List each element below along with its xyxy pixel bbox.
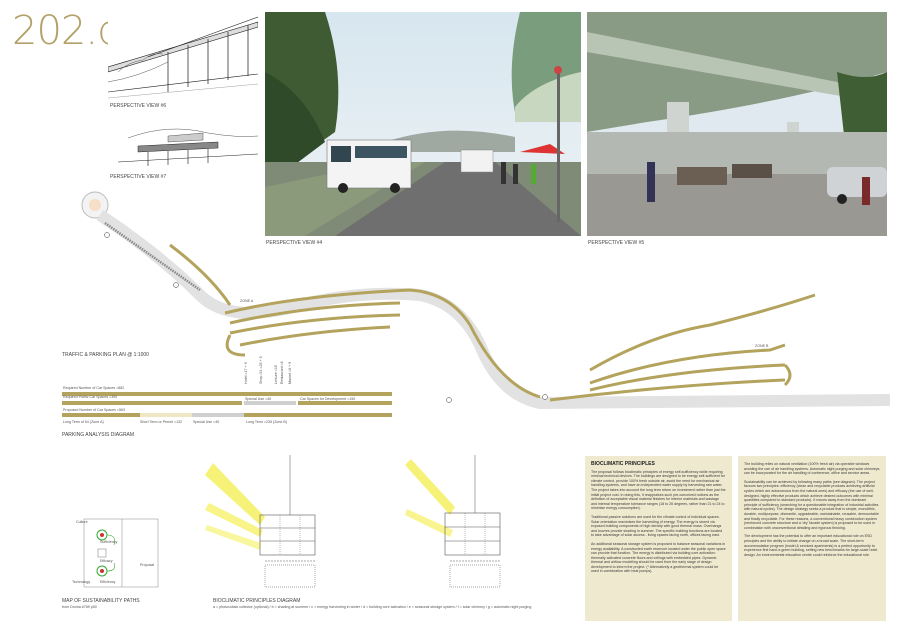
perspective-view-4-render [265,12,581,236]
parking-bar-public [62,401,242,405]
vlabel-leisure: Leisure =15 [274,365,278,384]
bioclimatic-diagram-right [395,455,545,595]
panel-col1-p2: Traditional passive solutions are used f… [591,514,723,538]
perspective-view-5-caption: PERSPECTIVE VIEW #5 [588,240,645,246]
parking-label-long-a: Long Term of 54 (Zone A) [63,420,104,424]
panel-heading: BIOCLIMATIC PRINCIPLES [591,461,655,467]
parking-label-special: Special Use =40 [245,397,272,401]
vlabel-market: Market =6 + 9 [288,361,292,384]
panel-col2-p3: The development has the potential to off… [744,534,878,557]
parking-bar-special-use [192,413,244,417]
traffic-parking-plan [70,185,891,415]
vlabel-hotel: Hotel =17 + 9 [244,362,248,384]
parking-analysis-caption: PARKING ANALYSIS DIAGRAM [62,432,135,438]
vlabel-restaurant: Restaurant =6 [280,361,284,384]
parking-vertical-labels: Hotel =17 + 9 Shop /24 =25 + 5 Leisure =… [244,356,324,390]
parking-bar-required [62,392,392,396]
zone-a-label: ZONE A [240,299,254,303]
panel-col1-p1: The proposal follows bioclimatic princip… [591,469,726,511]
bioclimatic-diagram-left [205,455,355,595]
parking-label-special-use: Special Use =40 [193,420,220,424]
parking-analysis-diagram [62,385,402,425]
label-culture: Culture [76,520,88,524]
perspective-view-6-caption: PERSPECTIVE VIEW #6 [110,103,167,109]
zone-b-label: ZONE B [755,344,769,348]
parking-bar-short-term [140,413,192,417]
sustainability-caption: MAP OF SUSTAINABILITY PATHS [62,598,140,604]
sustainability-subcaption: from Donna #789 p50 [62,605,97,609]
label-sufficiency: Sufficiency [100,540,118,544]
parking-label-public: Required Public Car Spaces =390 [63,395,118,399]
sheet-title: 202.d [12,8,122,54]
bioclimatic-text-panel-2: The building relies on natural ventilati… [738,456,886,621]
parking-label-proposed: Proposed Number of Car Spaces =563 [63,408,126,412]
perspective-view-7-caption: PERSPECTIVE VIEW #7 [110,174,167,180]
label-technology: Technology [72,580,91,584]
parking-label-development: Car Spaces for Development =150 [300,397,356,401]
label-proposal: Proposal [140,563,155,567]
bioclimatic-diagram-caption: BIOCLIMATIC PRINCIPLES DIAGRAM [213,598,301,604]
panel-col2-p2: Sustainability can be achieved by follow… [744,479,879,530]
parking-bar-special [244,401,296,405]
parking-label-required: Required Number of Car Spaces =882 [63,386,125,390]
label-efficacy: Efficacy [100,559,113,563]
parking-bar-development [298,401,392,405]
sustainability-map [62,515,162,595]
bioclimatic-text-panel-1: BIOCLIMATIC PRINCIPLES The proposal foll… [585,456,732,621]
perspective-view-7-sketch [108,118,259,170]
perspective-view-4-caption: PERSPECTIVE VIEW #4 [266,240,323,246]
perspective-view-5-render [587,12,887,236]
label-efficiency: Efficiency [100,580,116,584]
panel-col2-p1: The building relies on natural ventilati… [744,462,880,476]
vlabel-shop: Shop /24 =25 + 5 [259,356,263,384]
parking-label-long-b: Long Term =235 (Zone B) [246,420,287,424]
perspective-view-6-sketch [107,12,259,100]
traffic-plan-caption: TRAFFIC & PARKING PLAN @ 1:1000 [62,352,149,358]
bioclimatic-legend: a = photovoltaic collector (optional) / … [213,605,532,609]
parking-label-short: Short Term or Permit =132 [140,420,183,424]
panel-col1-p3: An additional seasonal storage system is… [591,541,726,574]
